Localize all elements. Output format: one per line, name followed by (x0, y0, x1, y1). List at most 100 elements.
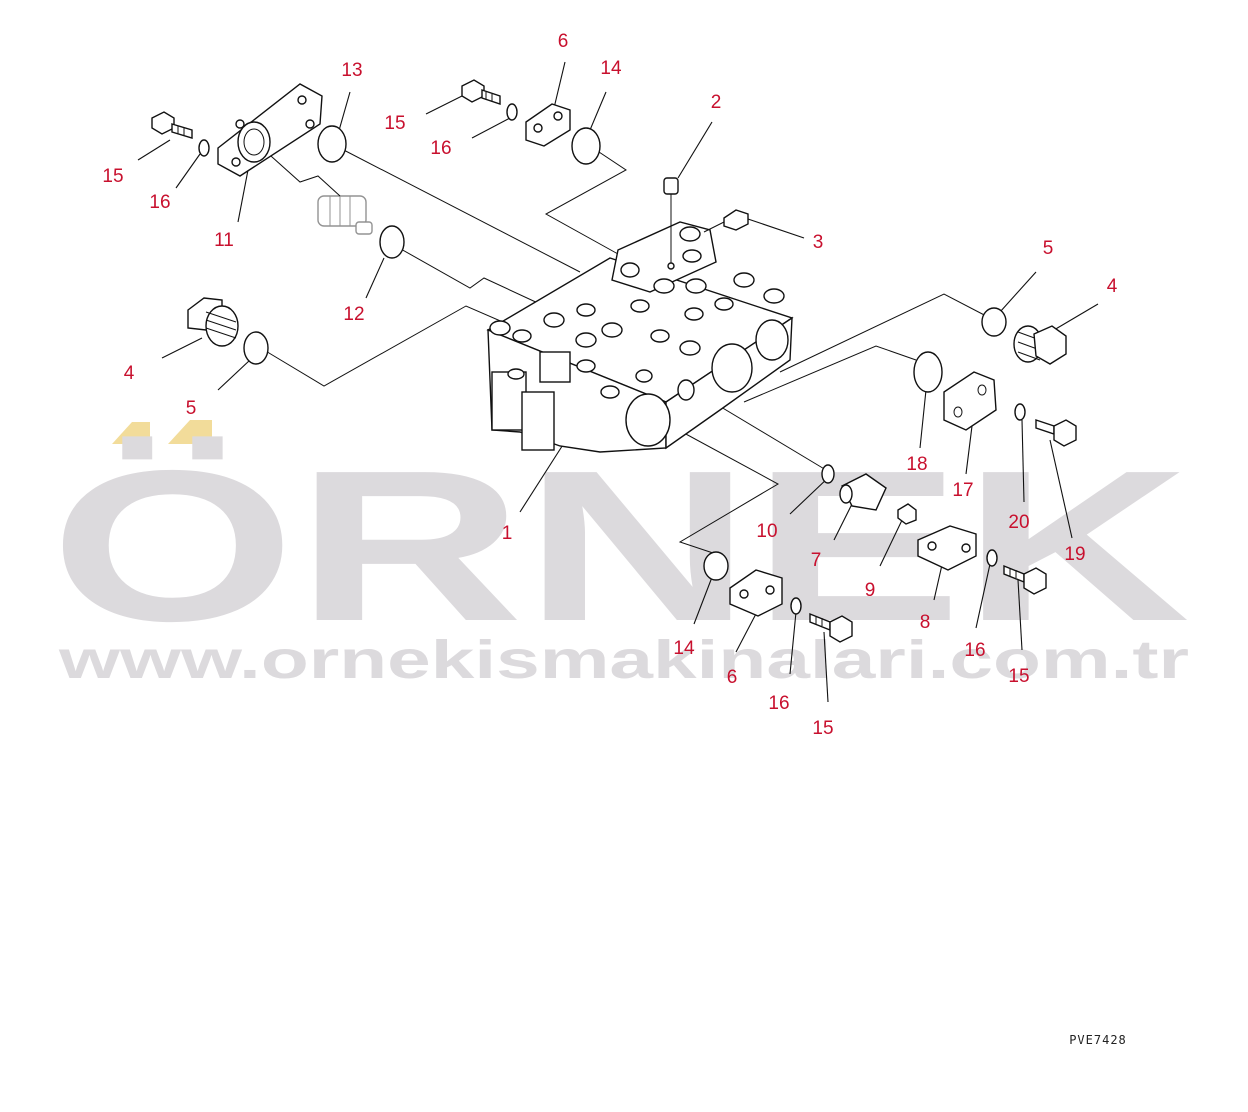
leader-15a (425, 95, 463, 115)
callout-16: 16 (430, 138, 451, 159)
callout-20: 20 (1008, 512, 1029, 533)
leader-1 (519, 439, 567, 513)
leader-15b (137, 139, 171, 161)
part-3-fitting (703, 209, 749, 233)
o-ring-18 (913, 351, 943, 393)
callout-15: 15 (1008, 666, 1029, 687)
ghost-line-13 (335, 145, 581, 273)
bolt-15d (1003, 564, 1047, 595)
leader-16b (175, 153, 201, 189)
callout-16: 16 (964, 640, 985, 661)
ghost-line-12 (391, 243, 541, 305)
watermark-accent-right (168, 420, 212, 444)
watermark-url: www.ornekismakinalari.com.tr (58, 630, 1189, 690)
leader-10 (789, 475, 831, 515)
callout-13: 13 (341, 60, 362, 81)
valve-port-big-3 (755, 319, 789, 361)
valve-port-big-1 (625, 393, 671, 447)
ghost-line-14b (659, 419, 780, 555)
leader-7 (833, 503, 853, 541)
washer-16b (198, 139, 210, 157)
leader-9 (879, 515, 905, 567)
leader-15d (1017, 579, 1023, 651)
callout-19: 19 (1064, 544, 1085, 565)
leader-20 (1021, 419, 1025, 503)
drawing-reference: PVE7428 (1069, 1033, 1127, 1047)
callout-18: 18 (906, 454, 927, 475)
leader-lines (137, 61, 1099, 703)
valve-port-big-2 (711, 343, 753, 393)
callout-10: 10 (756, 521, 777, 542)
washer-16d (986, 549, 998, 567)
o-rings (243, 125, 1007, 581)
ghost-line-5a (779, 293, 991, 373)
leader-14b (693, 571, 715, 625)
bolt-15c (809, 612, 853, 643)
bolt-19 (1035, 419, 1077, 447)
part-4a-plug (1013, 325, 1067, 365)
o-ring-14a (571, 127, 601, 165)
callout-12: 12 (343, 304, 364, 325)
valve-port-small (677, 379, 695, 401)
leader-16c (789, 611, 797, 675)
callout-3: 3 (813, 232, 824, 253)
washer-16a (506, 103, 518, 121)
callout-16: 16 (149, 192, 170, 213)
o-ring-5b (243, 331, 269, 365)
callout-15: 15 (812, 718, 833, 739)
leader-15c (823, 631, 829, 703)
callout-14: 14 (673, 638, 695, 659)
watermark-accent-left (112, 422, 150, 444)
callouts: 13 6 14 2 15 16 15 16 11 3 12 5 4 4 5 18… (102, 31, 1117, 739)
leader-17 (965, 425, 973, 475)
part-17-cover (943, 371, 997, 431)
valve-body-left-block-2 (521, 391, 555, 451)
callout-1: 1 (502, 523, 513, 544)
callout-2: 2 (711, 92, 722, 113)
leader-6a (553, 61, 566, 109)
part-8-cover (917, 525, 977, 571)
leader-3 (744, 217, 805, 239)
ghost-line-18 (743, 345, 917, 403)
part-6a-cover (525, 103, 571, 147)
ghost-line-14a (544, 149, 627, 255)
leader-19 (1049, 439, 1073, 539)
o-ring-10 (821, 464, 835, 484)
leader-12 (365, 257, 385, 299)
watermark: ÖRNEK www.ornekismakinalari.com.tr (50, 420, 1190, 690)
o-ring-12 (379, 225, 405, 259)
part-11-flange-cover (217, 83, 323, 177)
callout-4: 4 (1107, 276, 1118, 297)
callout-6: 6 (558, 31, 569, 52)
bolt-15a (461, 79, 501, 105)
part-9-pin (897, 503, 917, 525)
bolt-15b (151, 111, 193, 139)
leader-11 (237, 169, 249, 223)
leader-4a (1053, 303, 1099, 331)
washer-16c (790, 597, 802, 615)
leader-18 (919, 389, 927, 449)
callout-5: 5 (186, 398, 197, 419)
part-7-sleeve (839, 473, 887, 511)
o-ring-13 (317, 125, 347, 163)
leader-4b (161, 337, 203, 359)
watermark-brand: ÖRNEK (50, 425, 1190, 666)
leader-14a (589, 91, 607, 131)
callout-8: 8 (920, 612, 931, 633)
leader-5b (217, 359, 251, 391)
o-ring-14b (703, 551, 729, 581)
callout-17: 17 (952, 480, 973, 501)
valve-body-left-block (491, 371, 527, 431)
leader-2 (677, 121, 713, 179)
washer-20 (1014, 403, 1026, 421)
callout-6: 6 (727, 667, 738, 688)
valve-body-lug (539, 351, 571, 383)
callout-5: 5 (1043, 238, 1054, 259)
leader-16a (471, 117, 511, 139)
callout-11: 11 (214, 230, 234, 251)
part-6b-cover (729, 569, 783, 617)
part-12-insert (317, 195, 373, 235)
callout-7: 7 (811, 550, 822, 571)
valve-body (486, 221, 794, 453)
callout-14: 14 (600, 58, 622, 79)
